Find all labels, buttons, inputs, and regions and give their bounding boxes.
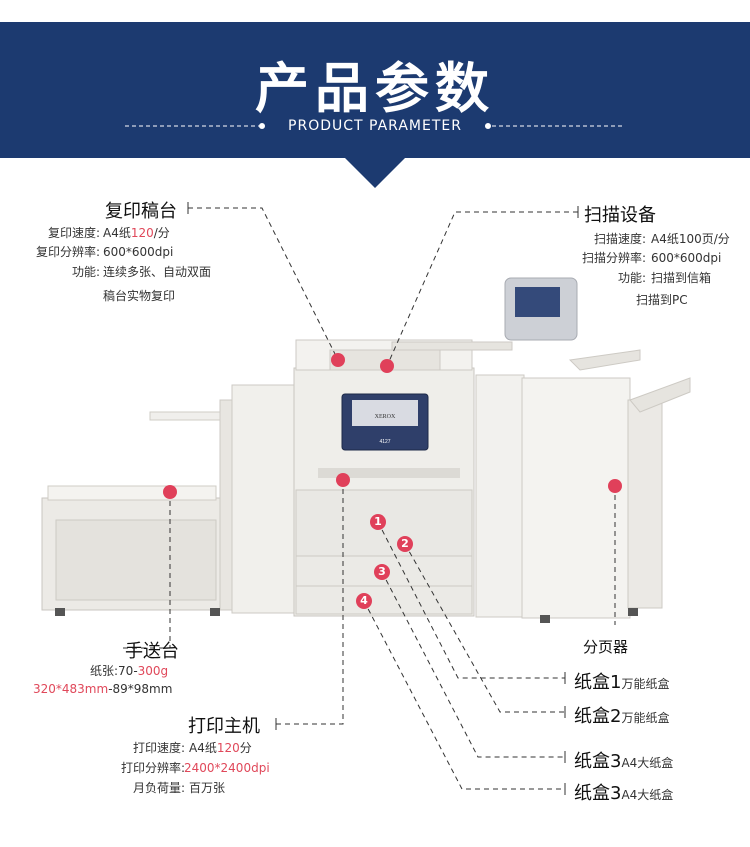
bypass-paper-spec: 纸张:70-300g [90, 664, 169, 678]
copy-speed-value: A4纸120/分 [103, 226, 170, 240]
print-engine-title: 打印主机 [188, 716, 260, 737]
print-speed-value: A4纸120分 [189, 741, 252, 755]
copy-speed-label: 复印速度: [47, 226, 100, 240]
bypass-size-spec: 320*483mm-89*98mm [33, 682, 173, 696]
print-duty-label: 月负荷量: [132, 781, 185, 795]
scanner-marker[interactable] [380, 359, 394, 373]
scan-function-line2: 扫描到PC [636, 293, 688, 307]
bypass-tray-marker[interactable] [163, 485, 177, 499]
scan-resolution-label: 扫描分辨率: [581, 251, 646, 265]
page-subtitle: PRODUCT PARAMETER [288, 118, 462, 134]
tray-1-marker[interactable]: 1 [370, 514, 386, 530]
tray-1-label: 纸盒1万能纸盒 [574, 672, 670, 693]
bypass-tray-title: 手送台 [125, 641, 179, 662]
scan-resolution-value: 600*600dpi [651, 251, 722, 265]
page-title: 产品参数 [255, 57, 495, 120]
print-resolution-value: 2400*2400dpi [184, 761, 270, 775]
print-resolution-label: 打印分辨率: [120, 761, 185, 775]
copy-platen-marker[interactable] [331, 353, 345, 367]
scanner-title: 扫描设备 [584, 205, 656, 226]
tray-4-label: 纸盒3A4大纸盒 [574, 783, 674, 804]
copy-resolution-label: 复印分辨率: [35, 245, 100, 259]
print-speed-label: 打印速度: [132, 741, 185, 755]
tray-2-marker[interactable]: 2 [397, 536, 413, 552]
sorter-title: 分页器 [583, 638, 629, 656]
copy-resolution-value: 600*600dpi [103, 245, 174, 259]
copy-function-line2: 稿台实物复印 [103, 289, 176, 303]
tray-2-label: 纸盒2万能纸盒 [574, 706, 670, 727]
scan-function-line1: 扫描到信箱 [651, 271, 712, 285]
scan-speed-value: A4纸100页/分 [651, 232, 730, 246]
copy-function-label: 功能: [71, 265, 100, 279]
print-duty-value: 百万张 [189, 781, 226, 795]
scan-function-label: 功能: [617, 271, 646, 285]
header-background [0, 22, 750, 188]
sorter-marker[interactable] [608, 479, 622, 493]
model-label: 4127 [379, 439, 390, 445]
tray-3-marker[interactable]: 3 [374, 564, 390, 580]
brand-logo: XEROX [375, 414, 396, 420]
copy-function-line1: 连续多张、自动双面 [103, 265, 212, 279]
header-banner: 产品参数 PRODUCT PARAMETER [0, 0, 750, 190]
tray-4-marker[interactable]: 4 [356, 593, 372, 609]
tray-3-label: 纸盒3A4大纸盒 [574, 751, 674, 772]
print-engine-marker[interactable] [336, 473, 350, 487]
copy-platen-title: 复印稿台 [105, 201, 177, 222]
scan-speed-label: 扫描速度: [593, 232, 646, 246]
